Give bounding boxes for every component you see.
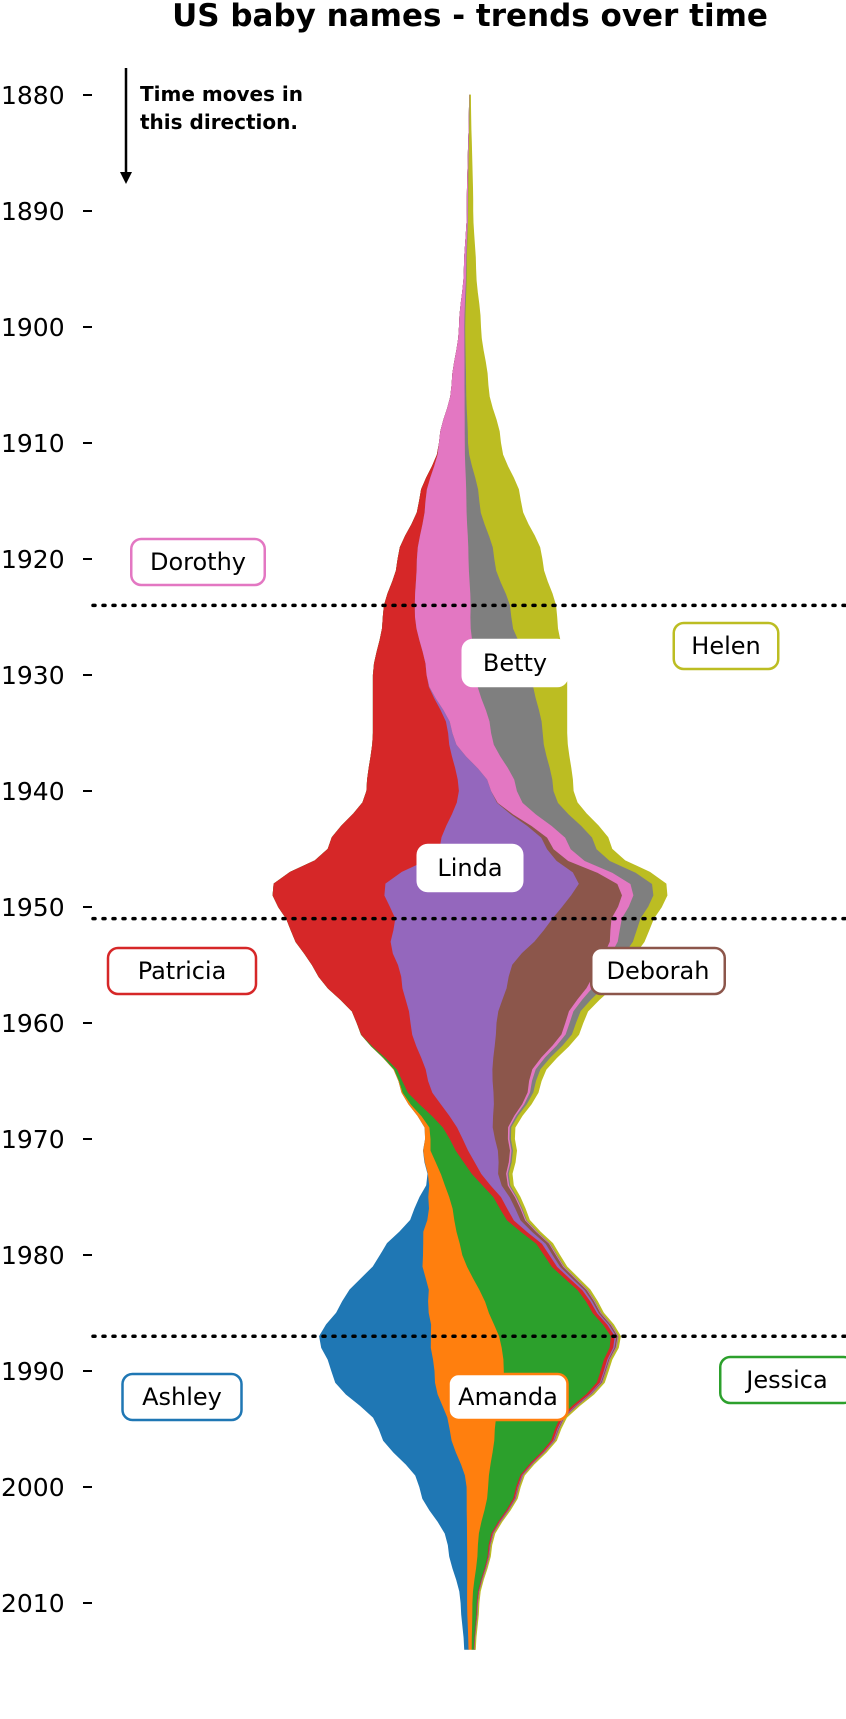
y-tick-label: 1970 xyxy=(1,1125,65,1154)
label-helen: Helen xyxy=(691,632,760,660)
label-box-jessica xyxy=(719,1355,846,1405)
label-box-linda xyxy=(416,843,524,893)
label-box-deborah xyxy=(590,946,726,996)
y-tick-label: 1950 xyxy=(1,893,65,922)
label-dorothy: Dorothy xyxy=(150,548,246,576)
chart-title: US baby names - trends over time xyxy=(172,0,768,34)
y-axis: 1880 1890 1900 1910 1920 1930 1940 1950 1960 1970… xyxy=(1,81,92,1618)
label-box-patricia xyxy=(106,946,258,996)
label-box-amanda xyxy=(447,1372,569,1422)
label-betty: Betty xyxy=(483,649,547,677)
label-jessica: Jessica xyxy=(744,1366,827,1394)
y-tick-label: 1880 xyxy=(1,81,65,110)
y-tick-label: 1890 xyxy=(1,197,65,226)
label-box-dorothy xyxy=(130,537,266,587)
y-tick-label: 1940 xyxy=(1,777,65,806)
label-box-ashley xyxy=(121,1372,243,1422)
y-tick-label: 1980 xyxy=(1,1241,65,1270)
label-box-betty xyxy=(461,638,569,688)
y-tick-label: 1990 xyxy=(1,1357,65,1386)
y-tick-label: 2010 xyxy=(1,1589,65,1618)
label-linda: Linda xyxy=(437,854,502,882)
label-deborah: Deborah xyxy=(607,957,710,985)
y-tick-label: 1930 xyxy=(1,661,65,690)
y-tick-label: 1960 xyxy=(1,1009,65,1038)
direction-arrow-head xyxy=(120,172,132,184)
label-amanda: Amanda xyxy=(458,1383,558,1411)
y-tick-label: 2000 xyxy=(1,1473,65,1502)
label-box-helen xyxy=(672,621,780,671)
label-ashley: Ashley xyxy=(142,1383,222,1411)
y-tick-label: 1920 xyxy=(1,545,65,574)
label-patricia: Patricia xyxy=(138,957,227,985)
y-tick-label: 1910 xyxy=(1,429,65,458)
y-tick-label: 1900 xyxy=(1,313,65,342)
